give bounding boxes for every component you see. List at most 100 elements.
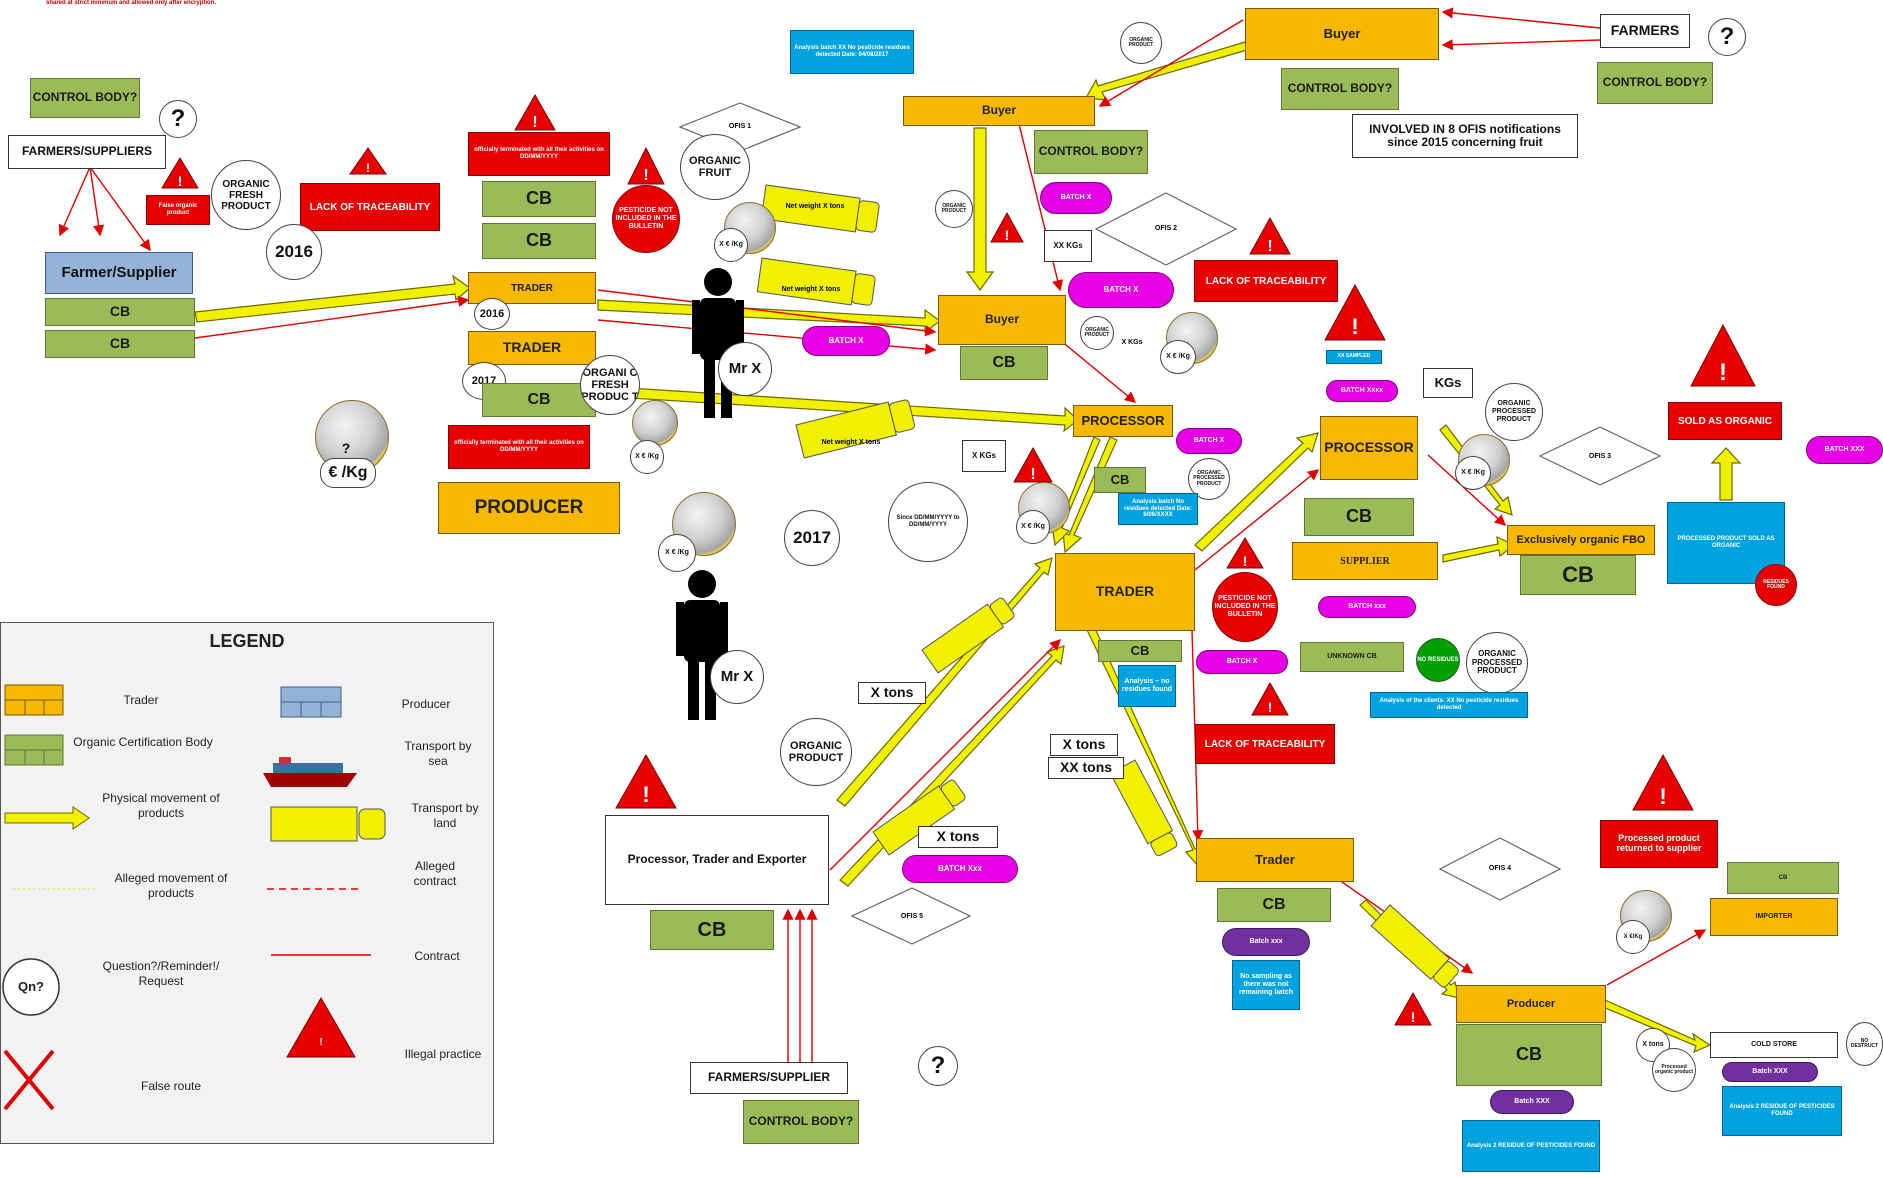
kgs-label: X KGs (1121, 339, 1143, 347)
batch-pill: BATCH xxx (1318, 596, 1416, 618)
cb-box: CB (45, 330, 195, 358)
truck-icon (756, 257, 876, 306)
svg-text:!: ! (1351, 314, 1358, 339)
person-mr-x-icon (676, 570, 728, 720)
false-route-icon (3, 1049, 55, 1111)
ofis-diamonds (678, 102, 1662, 945)
arrow-sold-up (1710, 447, 1742, 501)
legend-illegal-mark: ! (319, 1037, 323, 1048)
warning-icon (1394, 991, 1432, 1026)
truck-icon (760, 184, 880, 233)
control-body-box: CONTROL BODY? (743, 1100, 859, 1144)
processed-organic-circle: Processed organic product (1652, 1048, 1696, 1092)
warning-icon (627, 146, 665, 185)
analysis-label: Analysis of the clients: XX No pesticide… (1370, 692, 1528, 718)
question-icon: ? (918, 1046, 958, 1086)
analysis-label: Analysis – no residues found (1118, 665, 1176, 707)
cb-box: CB (1456, 1024, 1602, 1086)
year-circle: 2016 (474, 298, 510, 330)
batch-pill: Batch XXX (1490, 1090, 1574, 1114)
no-sampling-label: No sampling as there was not remaining b… (1232, 960, 1300, 1010)
contract-trader-to-buyer (597, 289, 937, 337)
analysis-label: Analysis batch No residues detected Date… (1118, 493, 1198, 525)
warning-icon (615, 753, 677, 809)
legend-cert-body-label: Organic Certification Body (73, 735, 213, 749)
control-body-box: CONTROL BODY? (1281, 68, 1399, 110)
cb-box: CB (650, 910, 774, 950)
legend-question-label: Question?/Reminder!/ Request (102, 959, 220, 988)
batch-pill: BATCH Xxx (902, 855, 1018, 883)
organic-processed-circle: ORGANIC PROCESSED PRODUCT (1466, 632, 1528, 694)
warning-icon (1690, 323, 1756, 387)
svg-text:!: ! (366, 161, 370, 175)
cb-box: CB (45, 298, 195, 326)
warning-icon (1226, 537, 1264, 569)
tons-box: X tons (918, 826, 998, 848)
legend-transport-sea-label: Transport by sea (404, 739, 472, 768)
cb-box: CB (1304, 498, 1414, 536)
processor-box: PROCESSOR (1073, 405, 1173, 437)
organic-fresh-product-circle: ORGANIC FRESH PRODUCT (211, 160, 281, 230)
arrow-farmer-to-trader (194, 274, 471, 323)
analysis-label: Analysis 2 RESIDUE OF PESTICIDES FOUND (1462, 1120, 1600, 1172)
contract-buyer-mid-to-processor (1059, 339, 1137, 403)
legend-qn-label: Qn? (18, 979, 44, 994)
truck-icon (270, 806, 386, 842)
year-2016-circle: 2016 (266, 224, 322, 280)
batch-pill: Batch xxx (1222, 928, 1310, 956)
contract-buyer-to-buyer (1098, 19, 1244, 107)
pesticide-not-included-label: PESTICIDE NOT INCLUDED IN THE BULLETIN (1212, 572, 1278, 642)
arrow-trader-to-processor-right (1194, 432, 1319, 552)
analysis-label: Analysis 2 RESIDUE OF PESTICIDES FOUND (1722, 1086, 1842, 1136)
question-icon: ? (1708, 18, 1746, 56)
cb-box: CB (1727, 862, 1839, 894)
legend-illegal-practice-label: Illegal practice (404, 1047, 482, 1061)
price-circle: X € /Kg (658, 534, 696, 572)
warning-marks: ! ! ! ! ! ! ! ! ! ! ! ! ! ! (178, 114, 1727, 1025)
price-circle: X € /Kg (1160, 340, 1196, 374)
warning-icon (514, 93, 556, 131)
tons-box: XX tons (1048, 757, 1124, 779)
legend-arrow-icon (4, 806, 90, 830)
unknown-cb-box: UNKNOWN CB (1300, 642, 1404, 672)
warning-icon (286, 996, 356, 1058)
no-destruction-circle: NO DESTRUCT (1846, 1022, 1883, 1066)
price-circle: X € /Kg (1016, 510, 1050, 544)
warning-icon (990, 211, 1024, 243)
tons-box: X tons (1050, 734, 1118, 756)
svg-text:!: ! (1719, 359, 1727, 386)
ofis3-diamond (1538, 426, 1662, 486)
svg-text:!: ! (1005, 227, 1010, 243)
trader-box: Trader (1196, 838, 1354, 882)
arrow-supplier-to-fbo (1442, 535, 1516, 563)
organic-product-circle: ORGANIC PRODUCT (1080, 316, 1114, 350)
lack-traceability-label: LACK OF TRACEABILITY (300, 183, 440, 231)
trucks (756, 184, 1459, 988)
svg-text:!: ! (642, 782, 649, 807)
legend-transport-land-label: Transport by land (411, 801, 479, 830)
cb-box: CB (1094, 467, 1146, 493)
contract-processor-right-to-fbo (1427, 454, 1507, 526)
kgs-box: KGs (1423, 368, 1473, 398)
residues-found-label: RESIDUES FOUND (1755, 564, 1797, 606)
mr-x-label: Mr X (718, 342, 772, 396)
cold-store-box: COLD STORE (1710, 1032, 1838, 1058)
svg-text:!: ! (1411, 1009, 1416, 1025)
officially-terminated-label: officially terminated with all their act… (448, 425, 590, 469)
legend-false-route-label: False route (140, 1079, 202, 1093)
arrow-buyer-right-to-left (1085, 41, 1248, 101)
organic-fruit-circle: ORGANIC FRUIT (680, 134, 750, 200)
legend-producer-label: Producer (401, 697, 451, 711)
top-note: shared at strict minimum and allowed onl… (46, 0, 217, 6)
warning-icon (1632, 753, 1694, 811)
contract-producer-to-importer (1606, 929, 1707, 986)
batch-pill: BATCH X (1068, 272, 1174, 308)
contract-farmers-split-1 (58, 166, 91, 237)
truck-icon (1109, 759, 1178, 857)
contract-farmers-to-buyer-2 (1441, 39, 1601, 51)
officially-terminated-label: officially terminated with all their act… (468, 132, 610, 176)
kgs-box: X KGs (962, 440, 1006, 472)
returned-to-supplier-label: Processed product returned to supplier (1600, 820, 1718, 868)
legend-alleged-contract-label: Alleged contract (413, 859, 457, 888)
svg-text:!: ! (643, 167, 648, 184)
